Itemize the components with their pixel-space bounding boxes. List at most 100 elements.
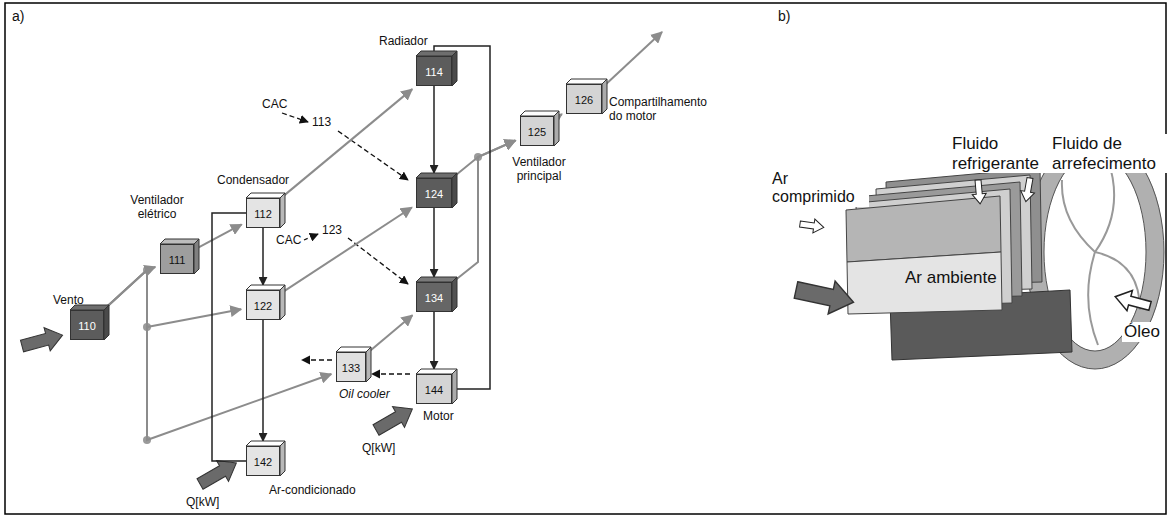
component-label: Compartilhamento do motor [609, 95, 721, 123]
label: Q[kW] [362, 442, 395, 456]
label: Fluido refrigerante [950, 134, 1050, 173]
callout-number: 133 [342, 354, 360, 382]
component-box: 111Ventilador elétrico [160, 244, 194, 274]
flow-arrow [971, 179, 987, 204]
fan-blade [1062, 160, 1140, 345]
component-box: 133Oil cooler [336, 352, 366, 382]
flow-connector [433, 208, 435, 277]
callout-number: 125 [528, 118, 546, 146]
figure-frame [5, 3, 1166, 514]
heat-arrow [370, 399, 418, 441]
flow-connector [433, 86, 435, 173]
box-side-face [452, 369, 457, 404]
radiator-face [847, 252, 1002, 314]
box-side-face [280, 441, 285, 476]
box-top-face [246, 285, 285, 290]
flow-arrow [799, 217, 825, 234]
callout-number: 124 [425, 180, 443, 208]
label: 123 [322, 224, 342, 238]
component-box: 142Ar-condicionado [246, 446, 280, 476]
box-top-face [160, 239, 199, 244]
oil-arrow [1113, 287, 1153, 317]
dashed-arrow [338, 131, 408, 180]
component-label: Ventilador elétrico [119, 193, 195, 221]
dashed-arrow [302, 359, 332, 360]
box-side-face [366, 347, 371, 382]
callout-number: 122 [254, 292, 272, 320]
component-label: Condensador [217, 173, 289, 187]
flow-connector [434, 46, 490, 389]
label: CAC [262, 98, 287, 112]
component-box: 124 [416, 178, 452, 208]
heat-arrow [194, 453, 242, 495]
box-side-face [452, 51, 457, 86]
flow-connector [212, 213, 246, 461]
component-box: 134 [416, 282, 452, 312]
component-box: 125Ventilador principal [520, 116, 554, 146]
flow-connector [280, 208, 412, 294]
component-box: 144Motor [416, 374, 452, 404]
flow-connector [103, 270, 331, 440]
label: Ar comprimido [770, 170, 869, 207]
flow-connector [452, 141, 515, 179]
component-box: 122 [246, 290, 280, 320]
callout-number: 114 [425, 58, 443, 86]
component-label: Radiador [379, 34, 428, 48]
component-box: 112Condensador [246, 198, 280, 228]
label: Óleo [1122, 322, 1162, 342]
component-box: 126Compartilhamento do motor [566, 84, 602, 114]
flow-connector [262, 228, 264, 285]
label: CAC [276, 234, 301, 248]
charge-air-cooler [846, 196, 1001, 262]
flow-connector [366, 315, 412, 354]
component-label: Vento [53, 293, 84, 307]
box-side-face [602, 79, 607, 114]
component-label: Ar-condicionado [269, 483, 356, 497]
component-box: 114Radiador [416, 56, 452, 86]
label: Fluido de arrefecimento [1050, 134, 1168, 173]
flow-connector [194, 224, 242, 249]
box-top-face [416, 277, 457, 282]
dashed-arrow [304, 234, 318, 240]
callout-number: 112 [254, 200, 272, 228]
flow-connector [280, 89, 412, 199]
callout-number: 134 [425, 284, 443, 312]
box-side-face [104, 305, 109, 340]
dashed-arrow [282, 113, 308, 122]
flow-connector [103, 270, 241, 327]
flow-connector [433, 312, 435, 369]
component-label: Motor [423, 409, 454, 423]
callout-number: 144 [425, 376, 443, 404]
box-side-face [280, 193, 285, 228]
flow-connector [262, 320, 264, 441]
box-side-face [280, 285, 285, 320]
box-top-face [336, 347, 371, 352]
dashed-arrow [348, 238, 408, 284]
callout-number: 111 [169, 246, 186, 274]
box-side-face [452, 173, 457, 208]
box-top-face [246, 193, 285, 198]
callout-number: 126 [575, 86, 593, 114]
box-top-face [416, 369, 457, 374]
component-label: Ventilador principal [499, 155, 579, 183]
box-top-face [416, 173, 457, 178]
callout-number: 110 [78, 312, 96, 340]
ambient-air-arrow [793, 274, 858, 319]
air-exit-line [604, 32, 662, 86]
box-side-face [452, 277, 457, 312]
box-top-face [416, 51, 457, 56]
label: 113 [312, 116, 331, 130]
label: Q[kW] [186, 496, 219, 510]
box-top-face [520, 111, 559, 116]
box-top-face [566, 79, 607, 84]
callout-number: 142 [254, 448, 272, 476]
box-side-face [554, 111, 559, 146]
label: b) [778, 8, 790, 24]
flow-connector [452, 141, 515, 283]
component-box: 110Vento [70, 310, 104, 340]
label: a) [12, 8, 24, 24]
dashed-arrow [372, 373, 410, 374]
label: Ar ambiente [905, 268, 997, 288]
box-side-face [194, 239, 199, 274]
